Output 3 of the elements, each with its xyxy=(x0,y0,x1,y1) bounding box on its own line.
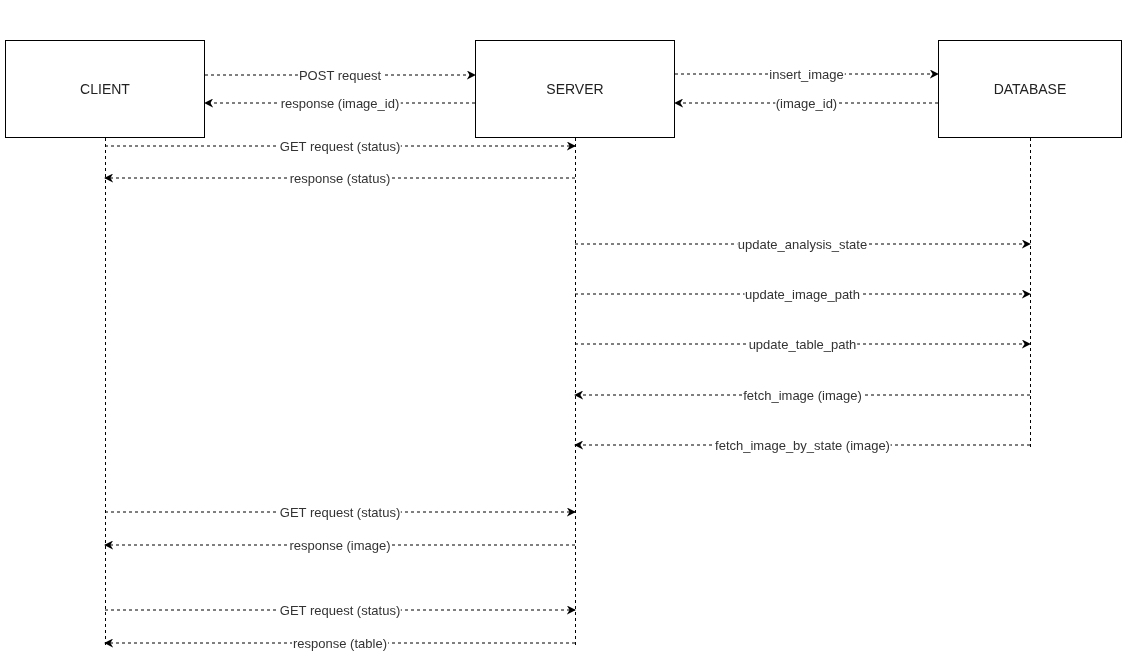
participant-box: DATABASE xyxy=(938,40,1122,138)
participant-box: SERVER xyxy=(475,40,675,138)
participant-box: CLIENT xyxy=(5,40,205,138)
